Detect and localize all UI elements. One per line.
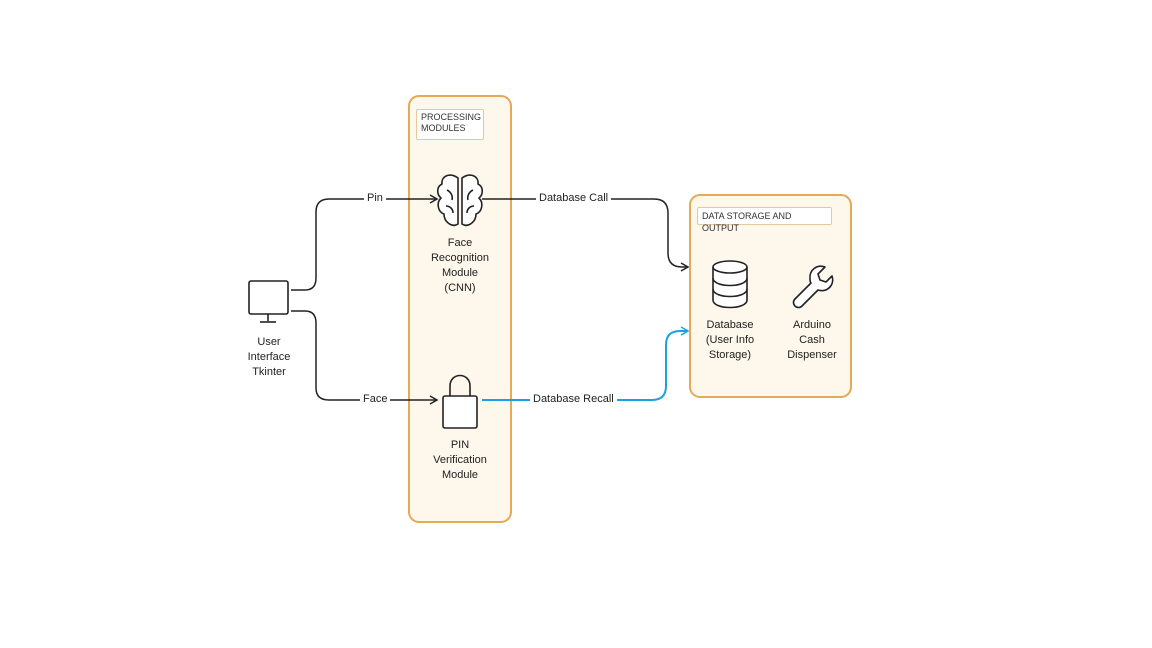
edge-database-recall <box>482 326 690 401</box>
edge-label-database-recall: Database Recall <box>530 393 617 406</box>
arduino-label: Arduino Cash Dispenser <box>787 319 837 361</box>
processing-group-label: PROCESSING MODULES <box>416 109 484 140</box>
edge-label-database-call: Database Call <box>536 192 612 205</box>
edge-pin <box>291 194 439 291</box>
edge-face <box>291 310 439 405</box>
storage-group-label: DATA STORAGE AND OUTPUT <box>697 207 832 233</box>
face-recognition-label: Face Recognition Module (CNN) <box>430 237 490 294</box>
brain-icon <box>436 174 484 227</box>
lock-icon <box>442 374 478 429</box>
storage-group-box <box>689 194 852 398</box>
edge-label-face: Face <box>360 393 391 406</box>
database-label: Database (User Info Storage) <box>705 319 755 361</box>
monitor-icon <box>248 280 289 323</box>
edge-database-call <box>482 198 690 272</box>
database-icon <box>712 260 748 309</box>
user-interface-label: User Interface Tkinter <box>247 336 291 378</box>
pin-verification-label: PIN Verification Module <box>433 439 487 481</box>
wrench-icon <box>792 265 834 309</box>
edge-label-pin: Pin <box>364 192 386 205</box>
